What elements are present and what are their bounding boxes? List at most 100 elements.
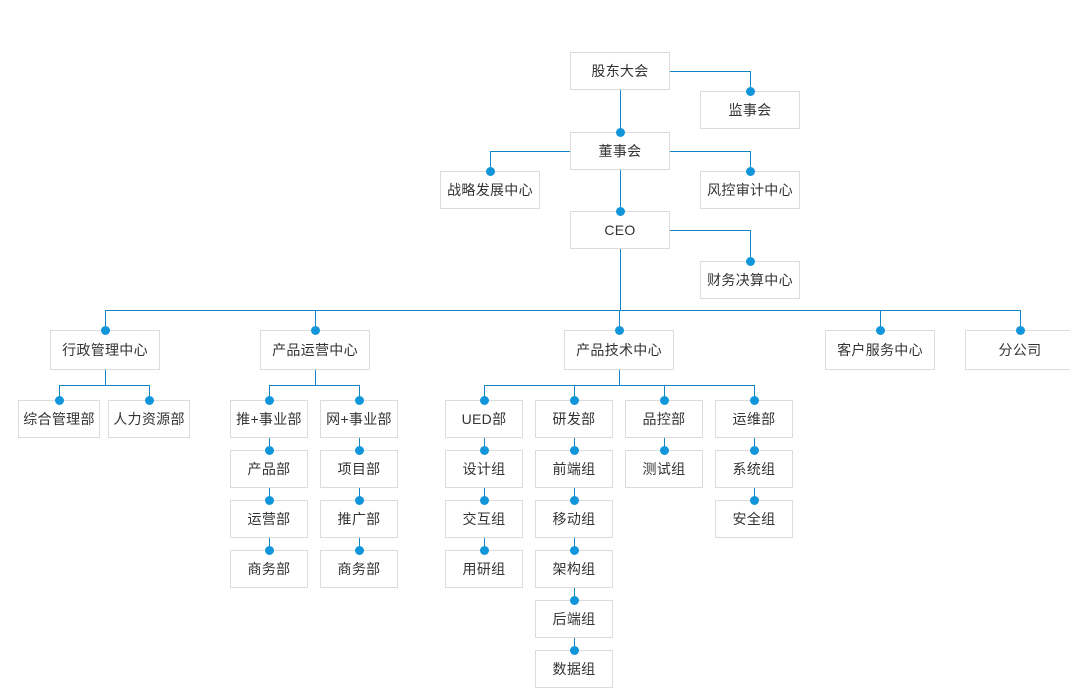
org-node[interactable]: 产品技术中心 [564,330,674,370]
org-node[interactable]: 产品运营中心 [260,330,370,370]
org-node[interactable]: 商务部 [320,550,398,588]
org-node-label: 架构组 [552,561,596,577]
org-node[interactable]: 行政管理中心 [50,330,160,370]
connector-line-vertical [269,385,270,400]
connector-line-vertical [620,90,621,132]
org-node[interactable]: 风控审计中心 [700,171,800,209]
connector-dot [745,256,755,266]
org-node[interactable]: 前端组 [535,450,613,488]
org-node[interactable]: 后端组 [535,600,613,638]
connector-line-vertical [880,310,881,330]
connector-dot [875,325,885,335]
connector-dot [615,127,625,137]
org-node[interactable]: CEO [570,211,670,249]
connector-line-horizontal [269,385,359,386]
org-node[interactable]: UED部 [445,400,523,438]
org-node[interactable]: 财务决算中心 [700,261,800,299]
connector-line-vertical [750,151,751,171]
connector-line-vertical [359,385,360,400]
connector-dot [264,395,274,405]
connector-line-vertical [754,488,755,500]
org-node-label: 前端组 [552,461,596,477]
connector-line-vertical [750,230,751,261]
org-node[interactable]: 客户服务中心 [825,330,935,370]
org-node[interactable]: 架构组 [535,550,613,588]
org-node-label: 监事会 [728,102,772,118]
org-node-label: 人力资源部 [113,411,185,427]
connector-line-vertical [664,385,665,400]
org-node-label: 产品技术中心 [576,342,662,358]
org-node[interactable]: 项目部 [320,450,398,488]
org-node-label: 项目部 [337,461,381,477]
connector-dot [264,445,274,455]
org-node-label: 客户服务中心 [837,342,923,358]
org-node[interactable]: 研发部 [535,400,613,438]
connector-line-vertical [620,249,621,310]
org-node-label: 交互组 [462,511,506,527]
org-node[interactable]: 测试组 [625,450,703,488]
org-node-label: UED部 [461,411,507,427]
connector-line-vertical [750,71,751,91]
org-node[interactable]: 商务部 [230,550,308,588]
connector-line-vertical [620,170,621,211]
connector-dot [745,166,755,176]
connector-line-vertical [484,488,485,500]
connector-line-vertical [754,438,755,450]
org-node-label: 综合管理部 [23,411,95,427]
org-node[interactable]: 品控部 [625,400,703,438]
org-node[interactable]: 安全组 [715,500,793,538]
connector-line-vertical [359,438,360,450]
org-node[interactable]: 产品部 [230,450,308,488]
org-node[interactable]: 系统组 [715,450,793,488]
org-node-label: 测试组 [642,461,686,477]
org-node-label: 运维部 [732,411,776,427]
org-node-label: 网+事业部 [326,411,392,427]
org-node[interactable]: 推广部 [320,500,398,538]
org-node[interactable]: 分公司 [965,330,1070,370]
org-node-label: 用研组 [462,561,506,577]
org-node[interactable]: 综合管理部 [18,400,100,438]
connector-dot [749,445,759,455]
connector-line-horizontal [670,151,750,152]
org-node[interactable]: 运营部 [230,500,308,538]
org-node-label: CEO [604,222,636,238]
connector-dot [479,495,489,505]
org-node[interactable]: 运维部 [715,400,793,438]
org-node-label: 推+事业部 [236,411,302,427]
connector-line-vertical [574,438,575,450]
org-node[interactable]: 交互组 [445,500,523,538]
org-node[interactable]: 战略发展中心 [440,171,540,209]
org-node-label: 战略发展中心 [447,182,533,198]
org-node[interactable]: 股东大会 [570,52,670,90]
connector-line-vertical [149,385,150,400]
connector-dot [745,86,755,96]
connector-dot [479,545,489,555]
connector-line-vertical [484,538,485,550]
org-node-label: 研发部 [552,411,596,427]
connector-line-vertical [269,438,270,450]
connector-dot [354,445,364,455]
org-node-label: 分公司 [998,342,1042,358]
org-node-label: 后端组 [552,611,596,627]
connector-dot [615,206,625,216]
connector-dot [614,325,624,335]
org-node[interactable]: 推+事业部 [230,400,308,438]
org-node-label: 安全组 [732,511,776,527]
org-node[interactable]: 设计组 [445,450,523,488]
org-node[interactable]: 网+事业部 [320,400,398,438]
connector-line-vertical [490,151,491,171]
connector-dot [569,445,579,455]
org-node[interactable]: 用研组 [445,550,523,588]
connector-dot [54,395,64,405]
org-node[interactable]: 移动组 [535,500,613,538]
connector-line-vertical [619,370,620,385]
org-node-label: 移动组 [552,511,596,527]
org-node[interactable]: 董事会 [570,132,670,170]
org-node[interactable]: 数据组 [535,650,613,688]
org-node-label: 产品部 [247,461,291,477]
org-node[interactable]: 监事会 [700,91,800,129]
connector-line-vertical [484,438,485,450]
connector-dot [354,545,364,555]
org-node[interactable]: 人力资源部 [108,400,190,438]
